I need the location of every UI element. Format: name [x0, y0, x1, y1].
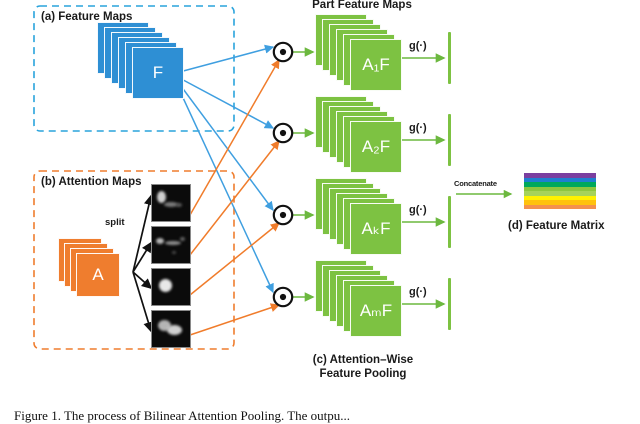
part-feature-front-3: AₖF	[350, 203, 402, 255]
pooled-vector-2	[448, 114, 451, 166]
bap-node-3[interactable]	[272, 204, 294, 226]
panel-c-label-line1: (c) Attention–Wise	[312, 354, 414, 366]
feature-matrix-row	[524, 177, 596, 182]
bap-node-4[interactable]	[272, 286, 294, 308]
part-feature-front-2: A₂F	[350, 121, 402, 173]
pooling-label-1: g(·)	[409, 40, 427, 52]
attention-map-stack: A	[58, 238, 140, 312]
part-feature-label-2: A₂F	[361, 137, 391, 156]
feature-matrix-row	[524, 191, 596, 196]
feature-matrix-row	[524, 182, 596, 187]
pooled-vector-1	[448, 32, 451, 84]
split-arrows	[132, 194, 154, 333]
attention-to-node-arrows	[189, 58, 281, 336]
concatenate-label: Concatenate	[454, 179, 497, 188]
feature-map-front-label: F	[152, 63, 164, 82]
attention-map-thumb-1	[151, 184, 191, 222]
part-feature-stack-1: A₁F	[315, 14, 410, 104]
panel-c-label-line2: Feature Pooling	[319, 368, 407, 380]
feature-matrix-row	[524, 173, 596, 178]
part-feature-label-4: AₘF	[359, 301, 393, 320]
pooled-vector-4	[448, 278, 451, 330]
pooling-label-3: g(·)	[409, 204, 427, 216]
split-label: split	[105, 217, 125, 228]
panel-b-label: (b) Attention Maps	[41, 176, 142, 188]
attention-map-thumb-3	[151, 268, 191, 306]
pooling-arrows	[401, 53, 446, 309]
feature-matrix-row	[524, 204, 596, 209]
feature-matrix-row	[524, 200, 596, 205]
part-feature-front-1: A₁F	[350, 39, 402, 91]
feature-to-node-arrows	[171, 44, 275, 294]
part-feature-maps-title: Part Feature Maps	[312, 0, 412, 11]
feature-map-stack: F	[97, 22, 187, 112]
attention-map-thumb-2	[151, 226, 191, 264]
panel-a-border	[33, 5, 235, 132]
pooling-label-4: g(·)	[409, 286, 427, 298]
bap-node-2[interactable]	[272, 122, 294, 144]
part-feature-stack-2: A₂F	[315, 96, 410, 186]
part-feature-label-1: A₁F	[362, 55, 390, 74]
figure-caption: Figure 1. The process of Bilinear Attent…	[14, 408, 351, 423]
feature-matrix-row	[524, 195, 596, 200]
feature-matrix	[524, 173, 596, 209]
bap-node-1[interactable]	[272, 41, 294, 63]
pooling-label-2: g(·)	[409, 122, 427, 134]
pooled-vector-3	[448, 196, 451, 248]
panel-a-label: (a) Feature Maps	[41, 11, 133, 23]
panel-d-label: (d) Feature Matrix	[508, 220, 605, 232]
feature-matrix-row	[524, 186, 596, 191]
attention-map-front-label: A	[92, 265, 104, 284]
node-to-stack-arrows	[293, 47, 315, 302]
attention-map-front: A	[76, 253, 120, 297]
part-feature-label-3: AₖF	[361, 219, 391, 238]
feature-map-front: F	[132, 47, 184, 99]
part-feature-stack-4: AₘF	[315, 260, 410, 350]
attention-map-thumb-4	[151, 310, 191, 348]
part-feature-stack-3: AₖF	[315, 178, 410, 268]
part-feature-front-4: AₘF	[350, 285, 402, 337]
